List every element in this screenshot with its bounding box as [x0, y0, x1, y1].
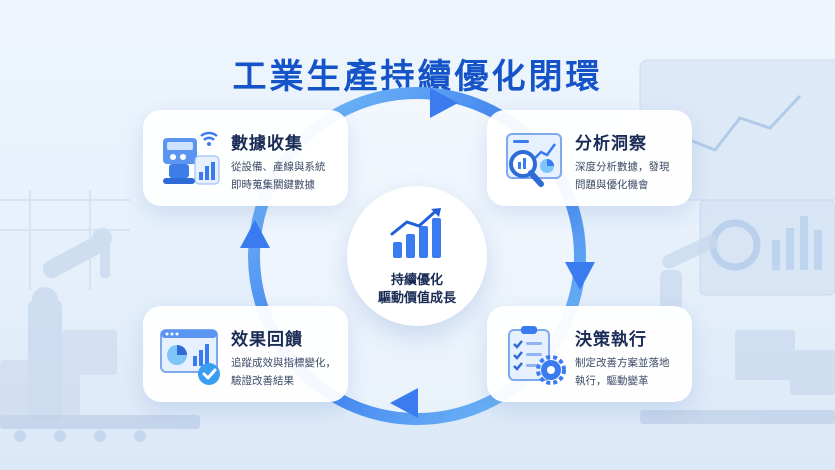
step-title: 分析洞察: [575, 134, 647, 154]
step-description-line2: 即時蒐集關鍵數據: [231, 179, 315, 191]
step-card-analysis: 分析洞察 深度分析數據，發現 問題與優化機會: [487, 110, 692, 206]
step-description-line2: 驗證改善結果: [231, 375, 294, 387]
arrow-top-icon: [430, 88, 458, 118]
step-description-line1: 深度分析數據，發現: [575, 161, 670, 173]
step-description: 從設備、產線與系統 即時蒐集關鍵數據: [231, 158, 343, 194]
magnifier-analysis-icon: [506, 133, 562, 187]
center-label-line2: 驅動價值成長: [377, 291, 456, 306]
step-card-data-collection: 數據收集 從設備、產線與系統 即時蒐集關鍵數據: [143, 110, 348, 206]
iot-device-chart-icon: [163, 131, 220, 185]
step-description-line2: 問題與優化機會: [575, 179, 649, 191]
step-description: 制定改善方案並落地 執行，驅動變革: [575, 354, 687, 390]
step-description-line1: 制定改善方案並落地: [575, 357, 670, 369]
step-card-decision-execution: 決策執行 制定改善方案並落地 執行，驅動變革: [487, 306, 692, 402]
step-description-line1: 追蹤成效與指標變化，: [231, 357, 336, 369]
dashboard-check-icon: [160, 329, 220, 385]
step-description: 追蹤成效與指標變化， 驗證改善結果: [231, 354, 343, 390]
arrow-left-icon: [240, 220, 270, 248]
step-title: 效果回饋: [231, 330, 303, 350]
arrow-bottom-icon: [390, 388, 418, 418]
step-description-line1: 從設備、產線與系統: [231, 161, 326, 173]
step-description: 深度分析數據，發現 問題與優化機會: [575, 158, 687, 194]
step-title: 數據收集: [231, 134, 303, 154]
center-hub: 持續優化 驅動價值成長: [347, 186, 487, 326]
arrow-right-icon: [565, 262, 595, 290]
growth-chart-icon: [390, 208, 441, 258]
step-description-line2: 執行，驅動變革: [575, 375, 649, 387]
center-label-line1: 持續優化: [390, 273, 443, 288]
step-title: 決策執行: [575, 330, 647, 350]
step-card-feedback: 效果回饋 追蹤成效與指標變化， 驗證改善結果: [143, 306, 348, 402]
checklist-gear-icon: [508, 326, 566, 385]
